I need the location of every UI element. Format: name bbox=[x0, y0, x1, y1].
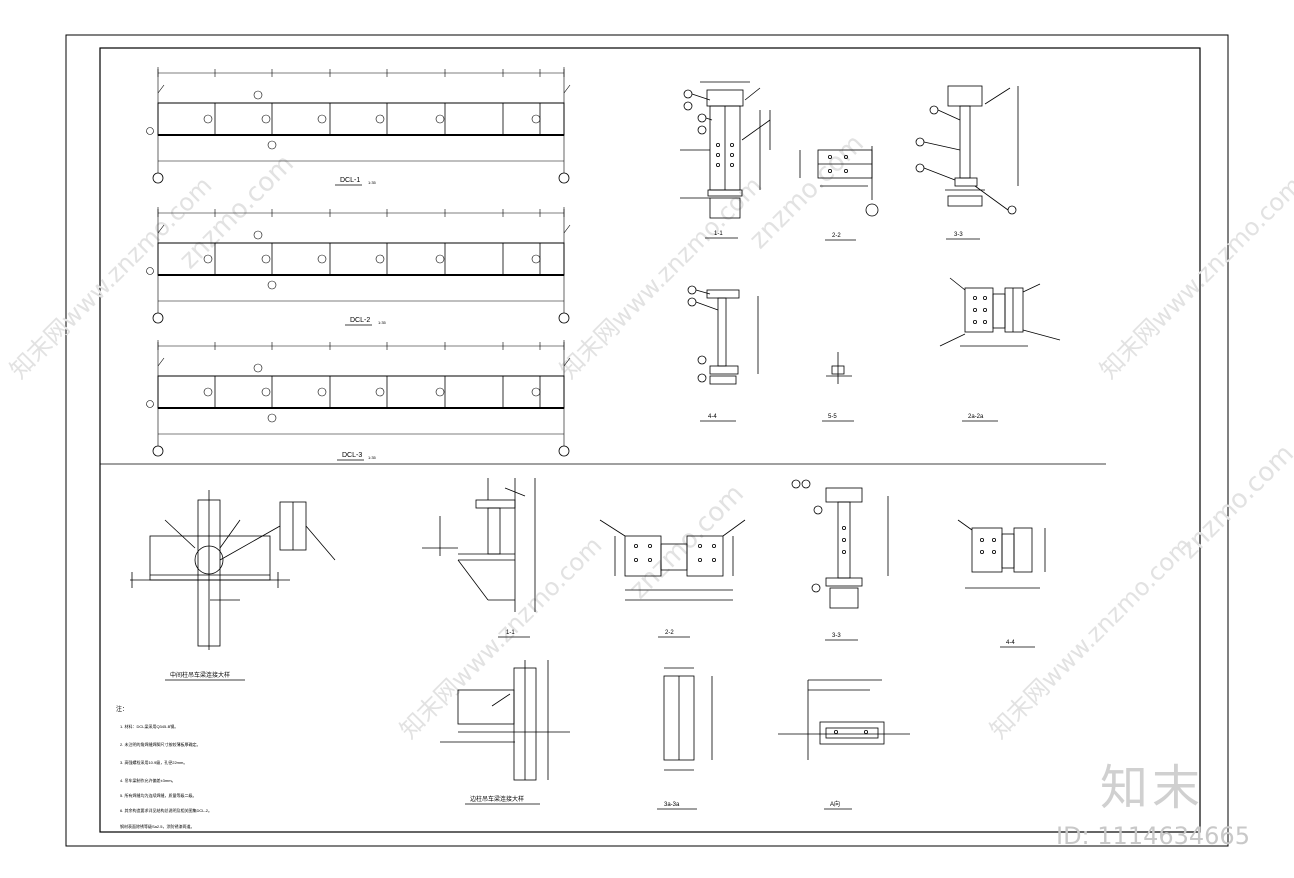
brand-logo: 知末 bbox=[1100, 760, 1205, 816]
notes-block: 注： 1. 材料：DCL梁采用Q345-B钢。 2. 未注明的角焊缝焊脚尺寸按较… bbox=[116, 705, 212, 829]
weld-callout bbox=[253, 230, 263, 240]
detail-5-5-top bbox=[826, 352, 852, 384]
watermark-cn: 知末网www.znzmo.com bbox=[984, 531, 1197, 744]
section-label: 4-4 bbox=[1006, 640, 1015, 646]
detail-2-2-bottom bbox=[599, 519, 746, 601]
beam-captions: DCL-1 1:35 DCL-2 1:35 DCL-3 1:35 bbox=[335, 177, 387, 461]
axis-bubble bbox=[152, 445, 164, 457]
section-label: 3-3 bbox=[832, 633, 841, 639]
detail-title: 边柱吊车梁连接大样 bbox=[470, 795, 524, 803]
section-marker bbox=[146, 400, 154, 408]
weld-callout bbox=[317, 254, 327, 264]
leader-line bbox=[563, 224, 571, 234]
leader-line bbox=[563, 84, 571, 94]
note-line: 钢材表面除锈等级Sa2.5，涂防锈漆两道。 bbox=[120, 823, 194, 829]
weld-callout bbox=[531, 114, 541, 124]
beam-elevations bbox=[146, 67, 571, 457]
detail-4-4-top bbox=[687, 285, 759, 385]
axis-bubble bbox=[558, 445, 570, 457]
section-label: 1-1 bbox=[714, 231, 723, 237]
detail-2a-2a-top bbox=[939, 277, 1061, 347]
weld-callout bbox=[317, 114, 327, 124]
axis-bubble bbox=[152, 312, 164, 324]
weld-callout bbox=[435, 254, 445, 264]
beam-scale: 1:35 bbox=[368, 455, 377, 460]
weld-callout bbox=[203, 114, 213, 124]
detail-a-view bbox=[778, 679, 910, 760]
watermark-cn: 知末网www.znzmo.com bbox=[4, 171, 217, 384]
leader-line bbox=[157, 357, 165, 367]
detail-4-4-bottom bbox=[957, 519, 1046, 589]
beam-scale: 1:35 bbox=[368, 180, 377, 185]
watermark-cn: 知末网www.znzmo.com bbox=[554, 171, 767, 384]
weld-callout bbox=[531, 254, 541, 264]
leader-line bbox=[563, 357, 571, 367]
section-label: 1-1 bbox=[506, 630, 515, 636]
section-marker bbox=[146, 267, 154, 275]
note-line: 3. 高强螺栓采用10.9级，孔径22mm。 bbox=[120, 759, 187, 765]
section-label: 2-2 bbox=[832, 233, 841, 239]
axis-bubble bbox=[558, 312, 570, 324]
weld-callout bbox=[261, 387, 271, 397]
note-line: 2. 未注明的角焊缝焊脚尺寸按较薄板厚确定。 bbox=[120, 741, 200, 747]
section-label: 5-5 bbox=[828, 414, 837, 420]
watermark-layer: znzmo.com znzmo.com znzmo.com znzmo.com … bbox=[4, 129, 1294, 744]
detail-3-3-top bbox=[915, 85, 1019, 215]
weld-callout bbox=[375, 387, 385, 397]
weld-callout bbox=[267, 280, 277, 290]
detail-1-1-bottom bbox=[422, 478, 536, 612]
note-line: 4. 吊车梁制作允许偏差±3mm。 bbox=[120, 777, 176, 783]
weld-callout bbox=[435, 387, 445, 397]
beam-label: DCL-3 bbox=[342, 452, 362, 459]
weld-callout bbox=[261, 254, 271, 264]
beam-label: DCL-2 bbox=[350, 317, 370, 324]
weld-callout bbox=[375, 254, 385, 264]
id-text: ID: 1114634665 bbox=[1056, 822, 1250, 850]
weld-callout bbox=[531, 387, 541, 397]
detail-2-2-top bbox=[799, 146, 879, 217]
outer-border bbox=[65, 34, 1229, 847]
leader-line bbox=[157, 84, 165, 94]
note-line: 1. 材料：DCL梁采用Q345-B钢。 bbox=[120, 723, 178, 729]
detail-1-1-top bbox=[680, 81, 771, 219]
section-label: 2-2 bbox=[665, 630, 674, 636]
weld-callout bbox=[267, 413, 277, 423]
beam-label: DCL-1 bbox=[340, 177, 360, 184]
note-line: 5. 所有焊缝均为连续焊缝，质量等级二级。 bbox=[120, 792, 196, 798]
watermark-cn: 知末网www.znzmo.com bbox=[1094, 171, 1294, 384]
section-label: 3-3 bbox=[954, 232, 963, 238]
weld-callout bbox=[317, 387, 327, 397]
detail-edge-column bbox=[440, 660, 570, 781]
weld-callout bbox=[261, 114, 271, 124]
weld-callout bbox=[203, 387, 213, 397]
axis-bubble bbox=[558, 172, 570, 184]
weld-callout bbox=[435, 114, 445, 124]
section-label: A向 bbox=[830, 800, 840, 808]
section-label: 4-4 bbox=[708, 414, 717, 420]
detail-middle-column bbox=[130, 490, 336, 650]
detail-3a-3a-bottom bbox=[663, 667, 713, 771]
weld-callout bbox=[203, 254, 213, 264]
leader-line bbox=[157, 224, 165, 234]
detail-3-3-bottom bbox=[791, 479, 889, 609]
axis-bubble bbox=[152, 172, 164, 184]
section-label: 3a-3a bbox=[664, 802, 680, 808]
section-marker bbox=[146, 127, 154, 135]
weld-callout bbox=[375, 114, 385, 124]
weld-callout bbox=[267, 140, 277, 150]
inner-border bbox=[99, 47, 1201, 833]
note-line: 6. 其余构造要求详见结构总说明及相关图集DCL-2。 bbox=[120, 807, 212, 813]
beam-scale: 1:35 bbox=[378, 320, 387, 325]
weld-callout bbox=[253, 363, 263, 373]
weld-callout bbox=[253, 90, 263, 100]
section-label: 2a-2a bbox=[968, 414, 984, 420]
watermark-cn: 知末网www.znzmo.com bbox=[394, 531, 607, 744]
notes-title: 注： bbox=[116, 705, 128, 713]
detail-title: 中间柱吊车梁连接大样 bbox=[170, 671, 230, 679]
